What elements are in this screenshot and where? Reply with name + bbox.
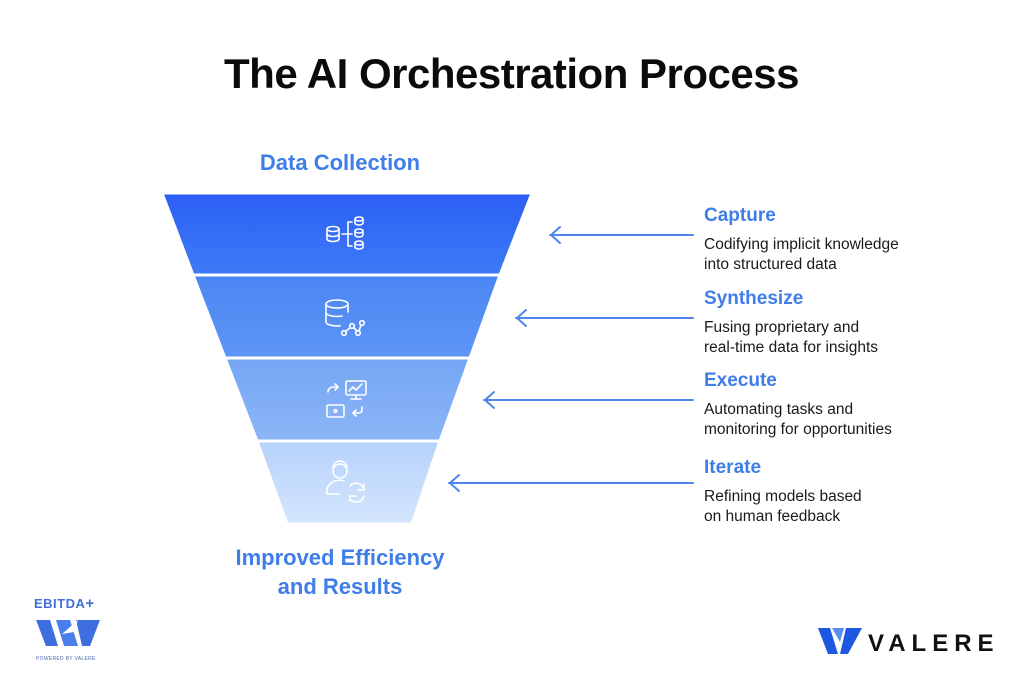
funnel-top-label: Data Collection [259,150,421,175]
arrow-execute [483,391,694,409]
ebitda-plus: + [85,595,95,612]
database-flow-icon [326,216,364,250]
ebitda-logo-text: EBITDA+ [34,595,95,612]
funnel-layer-synthesize [190,273,503,360]
step-desc-line: real-time data for insights [704,338,879,356]
step-title-execute: Execute [704,370,777,391]
step-desc-line: into structured data [704,255,837,273]
step-desc-synthesize: Fusing proprietary and real-time data fo… [704,318,878,357]
step-title-synthesize: Synthesize [704,288,804,309]
valere-v-icon [818,628,862,654]
ebitda-wordmark: EBITDA [34,596,86,611]
funnel-layer-execute [222,356,473,443]
ebitda-rocket-icon [36,620,100,646]
step-desc-line: on human feedback [704,507,841,525]
valere-wordmark: VALERE [868,630,1000,657]
arrow-synthesize [515,309,694,327]
step-desc-line: Codifying implicit knowledge [704,236,899,253]
automation-monitor-icon [326,380,367,418]
ebitda-powered-by: POWERED BY VALERE [36,656,96,662]
step-desc-line: Fusing proprietary and [704,319,860,336]
step-desc-line: Automating tasks and [704,401,854,418]
step-desc-execute: Automating tasks and monitoring for oppo… [704,400,892,439]
arrow-capture [549,226,694,244]
funnel-layer-iterate [254,439,443,526]
step-desc-line: Refining models based [704,488,862,505]
step-desc-line: monitoring for opportunities [704,420,892,438]
step-desc-capture: Codifying implicit knowledge into struct… [704,235,899,274]
valere-logo: VALERE [818,626,998,660]
bottom-label-line-2: and Results [277,574,403,599]
step-title-capture: Capture [704,205,776,226]
page-title: The AI Orchestration Process [224,50,799,97]
funnel-bottom-label: Improved Efficiency and Results [190,543,490,601]
user-cycle-icon [325,460,365,503]
bottom-label-line-1: Improved Efficiency [235,545,445,570]
step-desc-iterate: Refining models based on human feedback [704,487,862,526]
arrow-iterate [448,474,694,492]
ebitda-logo: EBITDA+ POWERED BY VALERE [30,590,120,670]
step-title-iterate: Iterate [704,457,762,478]
database-network-icon [325,299,366,337]
